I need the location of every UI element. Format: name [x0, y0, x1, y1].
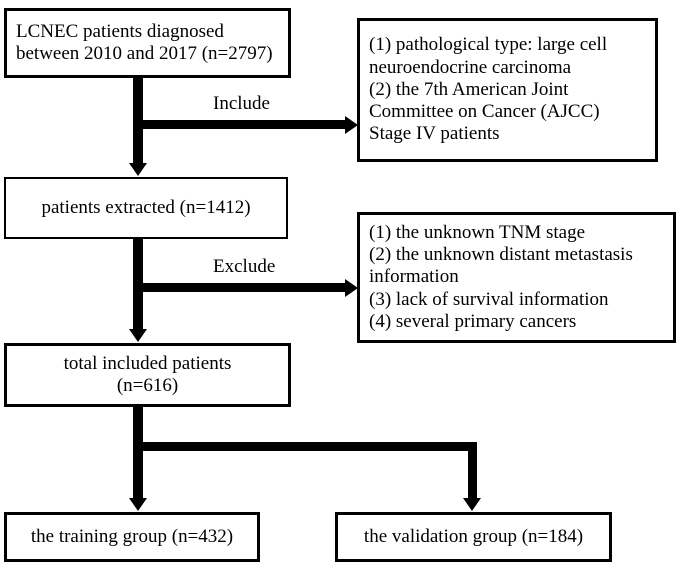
node-training-group-label: the training group (n=432) [30, 525, 234, 547]
arrowhead-exclude-branch [345, 279, 358, 297]
node-source-cohort-label: LCNEC patients diagnosed between 2010 an… [16, 20, 273, 64]
node-total-included: total included patients (n=616) [4, 343, 291, 407]
node-total-included-label: total included patients (n=616) [63, 352, 232, 396]
connector-exclude-branch [138, 283, 348, 292]
arrowhead-total-to-training [129, 498, 147, 511]
connector-total-to-validation [468, 442, 477, 499]
edge-label-exclude: Exclude [213, 256, 276, 277]
node-patients-extracted-label: patients extracted (n=1412) [41, 196, 251, 218]
node-validation-group-label: the validation group (n=184) [363, 525, 584, 547]
node-exclude-criteria: (1) the unknown TNM stage (2) the unknow… [357, 212, 676, 343]
node-exclude-criteria-label: (1) the unknown TNM stage (2) the unknow… [369, 221, 633, 332]
node-include-criteria-label: (1) pathological type: large cell neuroe… [369, 34, 608, 145]
arrowhead-extracted-to-total [129, 329, 147, 342]
connector-include-branch [138, 120, 348, 129]
node-source-cohort: LCNEC patients diagnosed between 2010 an… [4, 8, 291, 78]
connector-split-bar [138, 442, 477, 451]
node-include-criteria: (1) pathological type: large cell neuroe… [357, 18, 658, 162]
arrowhead-source-to-extracted [129, 163, 147, 176]
arrowhead-total-to-validation [463, 498, 481, 511]
node-validation-group: the validation group (n=184) [335, 512, 612, 562]
connector-total-to-training [133, 407, 143, 499]
arrowhead-include-branch [345, 116, 358, 134]
node-patients-extracted: patients extracted (n=1412) [4, 177, 288, 239]
edge-label-include: Include [213, 93, 270, 114]
node-training-group: the training group (n=432) [4, 512, 260, 562]
